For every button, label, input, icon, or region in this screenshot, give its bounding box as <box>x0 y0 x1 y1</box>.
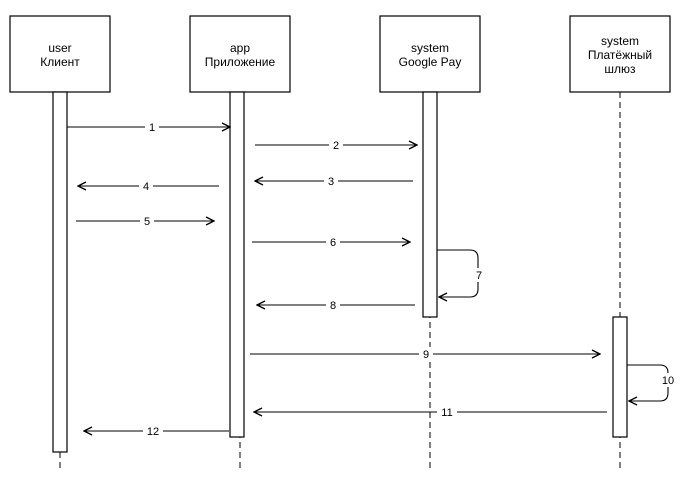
message-3[interactable]: 3 <box>255 174 413 188</box>
message-10[interactable]: 10 <box>627 364 678 401</box>
actor-google-pay[interactable]: system Google Pay <box>379 15 481 93</box>
message-12[interactable]: 12 <box>84 424 229 438</box>
message-2-label: 2 <box>333 140 339 152</box>
actor-google-pay-role: system <box>411 41 449 55</box>
message-9[interactable]: 9 <box>250 347 600 361</box>
message-8[interactable]: 8 <box>257 298 415 312</box>
actor-user[interactable]: user Клиент <box>9 15 111 93</box>
message-4[interactable]: 4 <box>78 179 219 193</box>
actor-gateway-role: system <box>601 34 639 48</box>
activation-google-pay <box>422 91 438 318</box>
message-5-label: 5 <box>144 216 150 228</box>
actor-payment-gateway[interactable]: system Платёжный шлюз <box>569 15 671 93</box>
message-5[interactable]: 5 <box>76 214 214 228</box>
message-8-label: 8 <box>330 300 336 312</box>
message-1-label: 1 <box>149 122 155 134</box>
message-6[interactable]: 6 <box>252 235 410 249</box>
actor-gateway-name-2: шлюз <box>604 62 636 76</box>
actor-google-pay-name: Google Pay <box>399 55 462 69</box>
message-11[interactable]: 11 <box>254 405 607 419</box>
message-9-label: 9 <box>423 349 429 361</box>
message-1[interactable]: 1 <box>67 120 230 134</box>
actor-app[interactable]: app Приложение <box>189 15 291 93</box>
activation-app <box>229 91 245 438</box>
actor-app-name: Приложение <box>205 55 276 69</box>
actor-gateway-name: Платёжный <box>588 48 652 62</box>
actor-user-role: user <box>48 41 71 55</box>
activation-payment-gateway <box>612 316 628 438</box>
message-6-label: 6 <box>330 237 336 249</box>
actor-app-role: app <box>230 41 250 55</box>
message-4-label: 4 <box>143 181 149 193</box>
message-2[interactable]: 2 <box>255 138 417 152</box>
actor-user-name: Клиент <box>40 55 80 69</box>
message-11-label: 11 <box>441 407 452 419</box>
message-10-label: 10 <box>662 375 674 387</box>
message-12-label: 12 <box>147 426 159 438</box>
message-3-label: 3 <box>328 176 334 188</box>
message-7[interactable]: 7 <box>437 249 486 297</box>
activation-user <box>52 91 68 453</box>
message-7-label: 7 <box>476 270 482 282</box>
